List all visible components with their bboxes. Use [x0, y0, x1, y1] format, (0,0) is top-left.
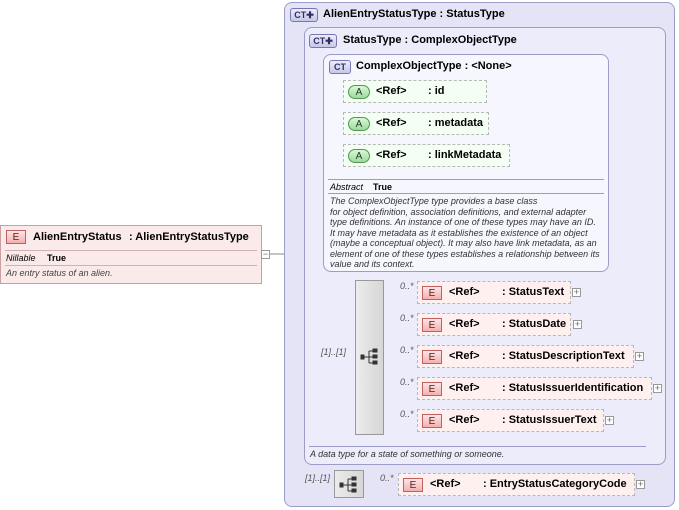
element-occurrence: 0..*	[400, 409, 414, 419]
doc-line: element of one of these types establishe…	[330, 248, 600, 259]
element-occurrence: 0..*	[400, 345, 414, 355]
element-occurrence: 0..*	[400, 281, 414, 291]
sequence-cardinality: [1]..[1]	[321, 347, 347, 357]
ct-badge: CT	[329, 60, 351, 74]
doc-line: for object definition, association defin…	[330, 206, 587, 217]
element-name: : EntryStatusCategoryCode	[483, 478, 627, 490]
element-status-text[interactable]: E <Ref> : StatusText	[417, 281, 571, 304]
expand-toggle[interactable]: +	[653, 383, 662, 393]
divider	[5, 250, 257, 251]
complex-object-type-documentation: The ComplexObjectType type provides a ba…	[330, 196, 606, 270]
attribute-name: : id	[428, 85, 445, 97]
element-ref: <Ref>	[430, 478, 461, 490]
element-occurrence: 0..*	[400, 313, 414, 323]
expand-toggle[interactable]: +	[605, 415, 614, 425]
attribute-ref: <Ref>	[376, 149, 407, 161]
expand-toggle[interactable]: +	[572, 287, 581, 297]
attribute-metadata[interactable]: A <Ref> : metadata	[343, 112, 489, 135]
element-ref: <Ref>	[449, 318, 480, 330]
attribute-link-metadata[interactable]: A <Ref> : linkMetadata	[343, 144, 510, 167]
element-name: : StatusText	[502, 286, 565, 298]
attribute-ref: <Ref>	[376, 117, 407, 129]
element-badge: E	[422, 286, 442, 300]
nillable-label: Nillable	[6, 253, 36, 263]
element-ref: <Ref>	[449, 350, 480, 362]
divider	[328, 179, 604, 180]
element-badge: E	[422, 382, 442, 396]
ct-badge-label: CT	[294, 10, 307, 20]
ct-badge-label: CT	[313, 36, 326, 46]
nillable-value: True	[47, 253, 67, 263]
root-element-box[interactable]: E AlienEntryStatus : AlienEntryStatusTyp…	[0, 225, 262, 284]
root-element-name: AlienEntryStatus	[33, 231, 122, 243]
abstract-label: Abstract	[330, 182, 364, 192]
divider	[309, 446, 646, 447]
element-badge: E	[422, 414, 442, 428]
ct-badge-extension-icon: CT✚	[309, 34, 337, 48]
expand-toggle[interactable]: +	[573, 319, 582, 329]
element-occurrence: 0..*	[380, 473, 394, 483]
root-element-type: : AlienEntryStatusType	[129, 231, 249, 243]
element-name: : StatusDescriptionText	[502, 350, 625, 362]
divider	[328, 193, 604, 194]
element-status-issuer-identification[interactable]: E <Ref> : StatusIssuerIdentification	[417, 377, 652, 400]
element-name: : StatusIssuerText	[502, 414, 597, 426]
element-name: : StatusDate	[502, 318, 567, 330]
element-badge: E	[403, 478, 423, 492]
element-name: : StatusIssuerIdentification	[502, 382, 644, 394]
attribute-name: : metadata	[428, 117, 484, 129]
doc-line: value and its context.	[330, 259, 415, 269]
attribute-badge: A	[348, 149, 370, 163]
element-ref: <Ref>	[449, 286, 480, 298]
outer-type-title: AlienEntryStatusType : StatusType	[323, 8, 505, 20]
attribute-id[interactable]: A <Ref> : id	[343, 80, 487, 103]
status-type-description: A data type for a state of something or …	[310, 449, 505, 459]
collapse-toggle[interactable]: −	[261, 249, 270, 259]
attribute-ref: <Ref>	[376, 85, 407, 97]
expand-toggle[interactable]: +	[635, 351, 644, 361]
element-status-date[interactable]: E <Ref> : StatusDate	[417, 313, 571, 336]
doc-line: type definitions. An instance of one of …	[330, 217, 596, 227]
element-occurrence: 0..*	[400, 377, 414, 387]
abstract-value: True	[373, 182, 393, 192]
attribute-badge: A	[348, 85, 370, 99]
attribute-badge: A	[348, 117, 370, 131]
sequence-cardinality: [1]..[1]	[305, 473, 331, 483]
complex-object-type-title: ComplexObjectType : <None>	[356, 60, 512, 72]
doc-line: (maybe a conceptual object). It may also…	[330, 238, 597, 248]
element-status-issuer-text[interactable]: E <Ref> : StatusIssuerText	[417, 409, 604, 432]
element-entry-status-category-code[interactable]: E <Ref> : EntryStatusCategoryCode	[398, 473, 635, 496]
doc-line: The ComplexObjectType type provides a ba…	[330, 196, 538, 206]
expand-toggle[interactable]: +	[636, 479, 645, 489]
divider	[5, 265, 257, 266]
element-status-description-text[interactable]: E <Ref> : StatusDescriptionText	[417, 345, 634, 368]
element-ref: <Ref>	[449, 414, 480, 426]
sequence-icon	[360, 348, 378, 365]
sequence-compositor[interactable]	[355, 280, 384, 435]
ct-badge-extension-icon: CT✚	[290, 8, 318, 22]
element-badge: E	[6, 230, 26, 244]
status-type-title: StatusType : ComplexObjectType	[343, 34, 517, 46]
sequence-icon	[339, 476, 357, 493]
element-badge: E	[422, 318, 442, 332]
element-ref: <Ref>	[449, 382, 480, 394]
sequence-compositor[interactable]	[334, 470, 364, 498]
element-badge: E	[422, 350, 442, 364]
doc-line: It may have metadata as it establishes t…	[330, 227, 588, 238]
attribute-name: : linkMetadata	[428, 149, 502, 161]
root-description: An entry status of an alien.	[6, 268, 113, 278]
